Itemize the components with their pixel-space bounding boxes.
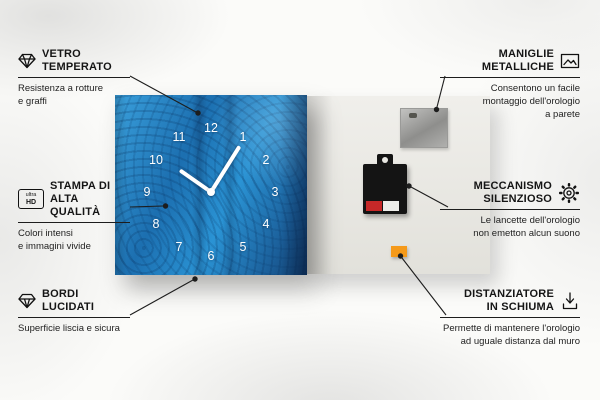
clock-number: 1 bbox=[239, 130, 247, 144]
picture-frame-icon bbox=[560, 52, 580, 70]
battery bbox=[366, 201, 382, 211]
callout-description: Colori intensi e immagini vivide bbox=[18, 227, 91, 252]
clock-number: 4 bbox=[262, 217, 270, 231]
foam-spacer bbox=[391, 246, 407, 257]
callout-title: STAMPA DI ALTA QUALITÀ bbox=[50, 180, 111, 218]
gem-icon bbox=[18, 293, 36, 309]
minute-hand bbox=[209, 145, 242, 194]
connector-dot bbox=[192, 276, 198, 282]
clock-number: 9 bbox=[143, 185, 151, 199]
clock-number: 6 bbox=[207, 249, 215, 263]
mechanism-hanger-tab bbox=[377, 154, 393, 166]
clock-mechanism bbox=[363, 154, 407, 214]
clock-number: 5 bbox=[239, 240, 247, 254]
clock-number: 11 bbox=[172, 130, 186, 144]
callout-maniglie-metalliche: MANIGLIE METALLICHE Consentono un facile… bbox=[440, 48, 580, 121]
clock-front-view: 12 1 2 3 4 5 6 7 8 9 10 11 bbox=[115, 95, 307, 275]
diamond-icon bbox=[18, 53, 36, 69]
clock-back-view bbox=[307, 96, 490, 274]
connector-line bbox=[129, 279, 194, 316]
metal-hanger-plate bbox=[400, 108, 448, 148]
ultra-hd-label-bottom: HD bbox=[25, 198, 37, 206]
divider bbox=[440, 316, 580, 318]
clock-number: 8 bbox=[152, 217, 160, 231]
callout-description: Resistenza a rotture e graffi bbox=[18, 82, 104, 107]
divider bbox=[18, 76, 130, 78]
clock-number: 12 bbox=[204, 121, 218, 135]
callout-title: MECCANISMO SILENZIOSO bbox=[473, 180, 552, 205]
divider bbox=[440, 208, 580, 210]
callout-title: MANIGLIE METALLICHE bbox=[481, 48, 554, 73]
clock-dial: 12 1 2 3 4 5 6 7 8 9 10 11 bbox=[115, 95, 307, 275]
divider bbox=[18, 221, 130, 223]
divider bbox=[18, 316, 130, 318]
callout-description: Superficie liscia e sicura bbox=[18, 322, 120, 334]
callout-distanziatore-schiuma: DISTANZIATORE IN SCHIUMA Permette di man… bbox=[440, 288, 580, 349]
gear-icon bbox=[558, 182, 580, 204]
callout-title: BORDI LUCIDATI bbox=[42, 288, 95, 313]
ultra-hd-label-top: ultra bbox=[25, 192, 37, 199]
callout-title: VETRO TEMPERATO bbox=[42, 48, 112, 73]
ultra-hd-icon: ultra HD bbox=[18, 189, 44, 210]
callout-description: Le lancette dell'orologio non emetton al… bbox=[473, 214, 580, 239]
callout-stampa-alta-qualita: ultra HD STAMPA DI ALTA QUALITÀ Colori i… bbox=[18, 180, 130, 254]
clock-number: 3 bbox=[271, 185, 279, 199]
clock-number: 10 bbox=[149, 153, 163, 167]
callout-vetro-temperato: VETRO TEMPERATO Resistenza a rotture e g… bbox=[18, 48, 130, 109]
callout-description: Consentono un facile montaggio dell'orol… bbox=[482, 82, 580, 120]
callout-title: DISTANZIATORE IN SCHIUMA bbox=[464, 288, 554, 313]
clock-number: 7 bbox=[175, 240, 183, 254]
clock-number: 2 bbox=[262, 153, 270, 167]
callout-meccanismo-silenzioso: MECCANISMO SILENZIOSO Le lancette dell'o… bbox=[440, 180, 580, 241]
divider bbox=[440, 76, 580, 78]
clock-center-cap bbox=[207, 188, 215, 196]
callout-bordi-lucidati: BORDI LUCIDATI Superficie liscia e sicur… bbox=[18, 288, 130, 336]
callout-description: Permette di mantenere l'orologio ad ugua… bbox=[443, 322, 580, 347]
spacer-arrow-icon bbox=[560, 291, 580, 311]
